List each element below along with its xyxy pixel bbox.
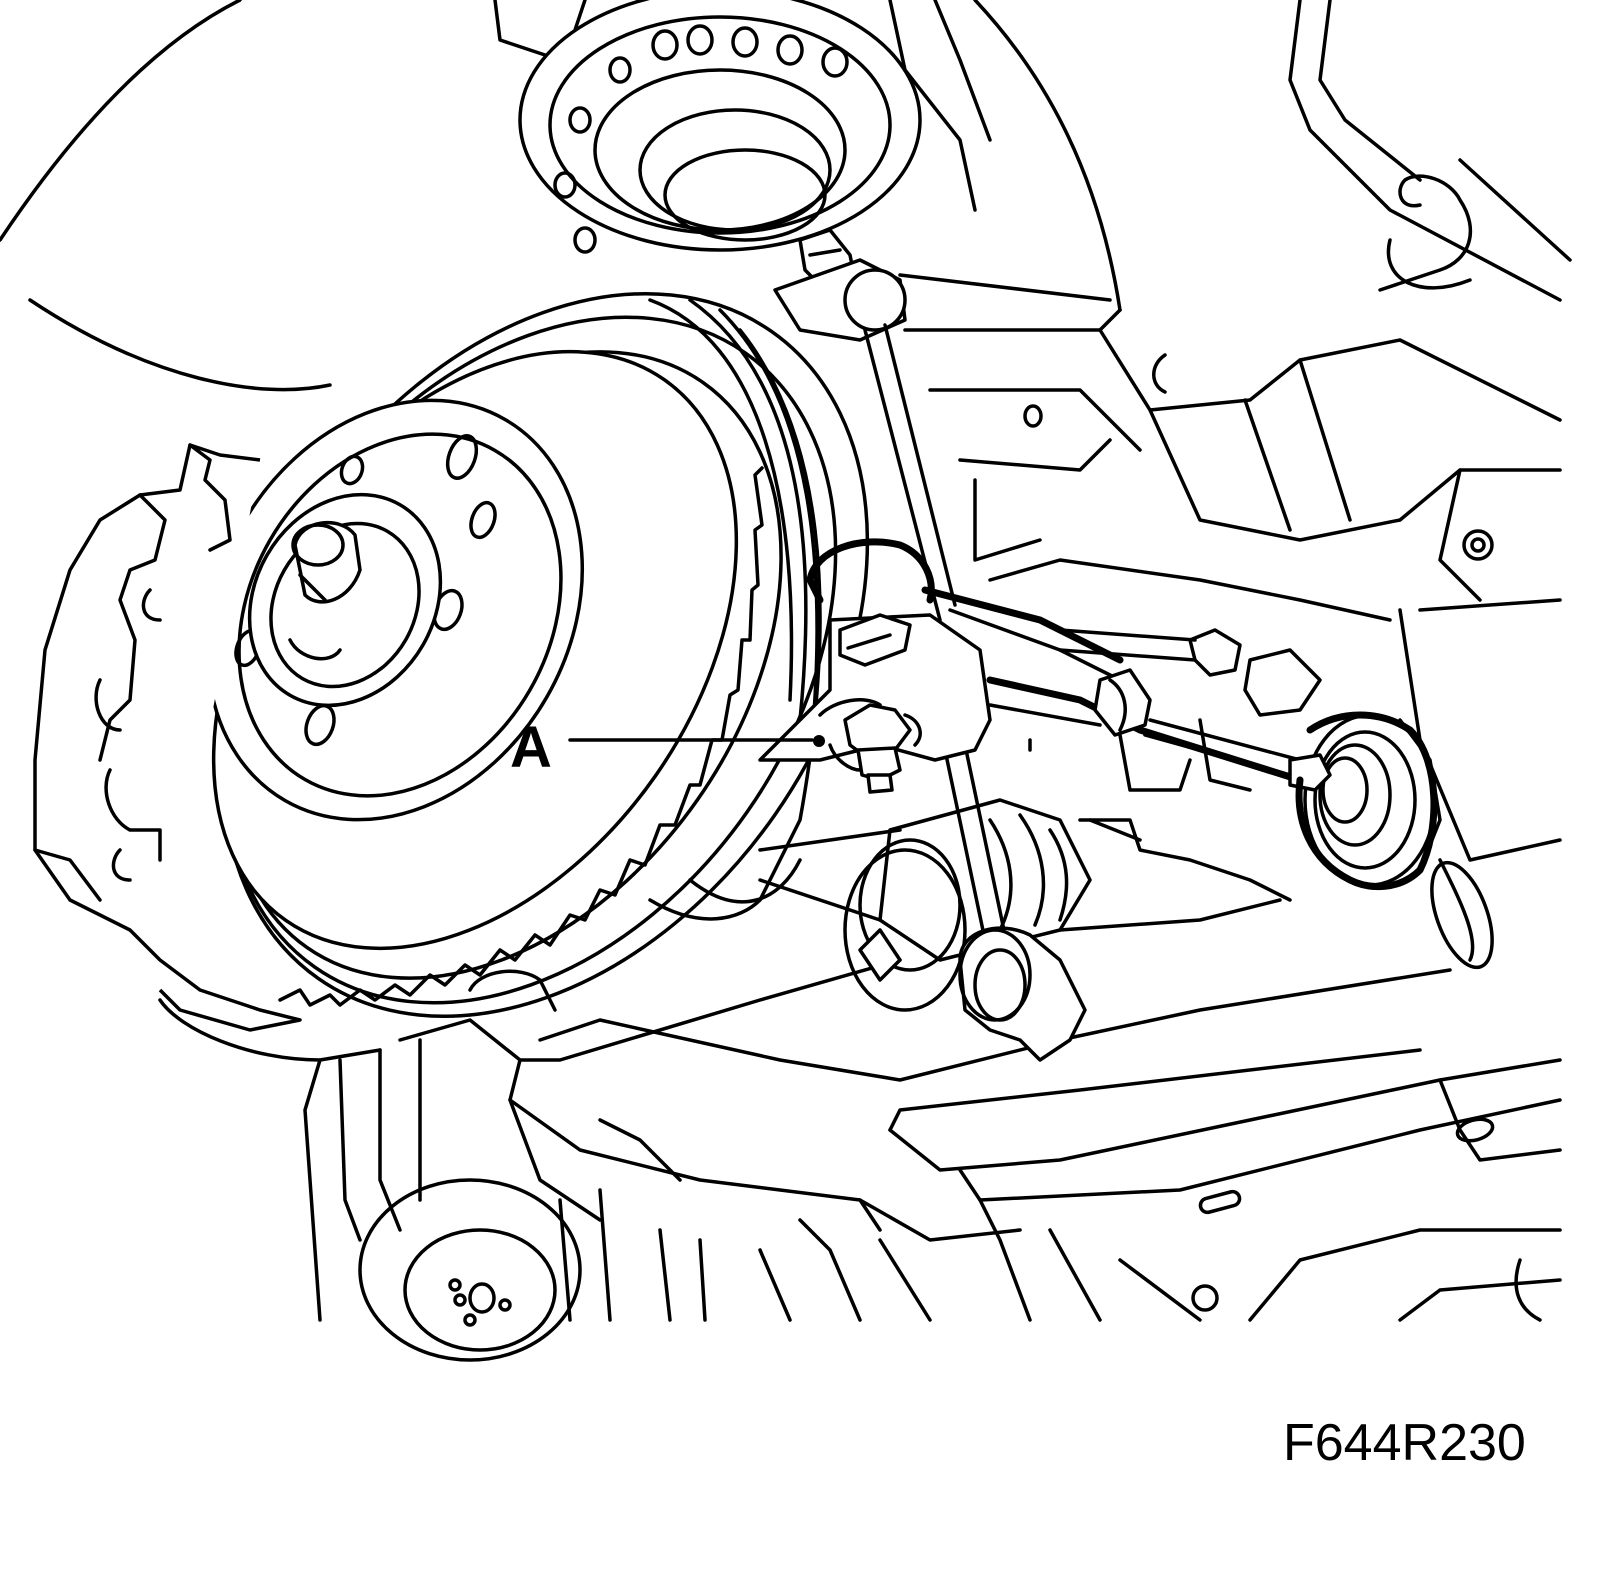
body-structure (0, 0, 1572, 862)
upper-drive-shaft (518, 0, 922, 342)
callout-a: A (510, 715, 825, 780)
brake-disc (205, 292, 870, 1018)
figure-code: F644R230 (1283, 1414, 1526, 1472)
callout-a-dot (813, 735, 825, 747)
lower-control-arm (303, 958, 1562, 1362)
bracket-assembly (758, 538, 1332, 842)
right-joint-outline (1295, 711, 1438, 891)
callout-a-label: A (510, 715, 552, 780)
splash-shield (33, 443, 382, 1062)
